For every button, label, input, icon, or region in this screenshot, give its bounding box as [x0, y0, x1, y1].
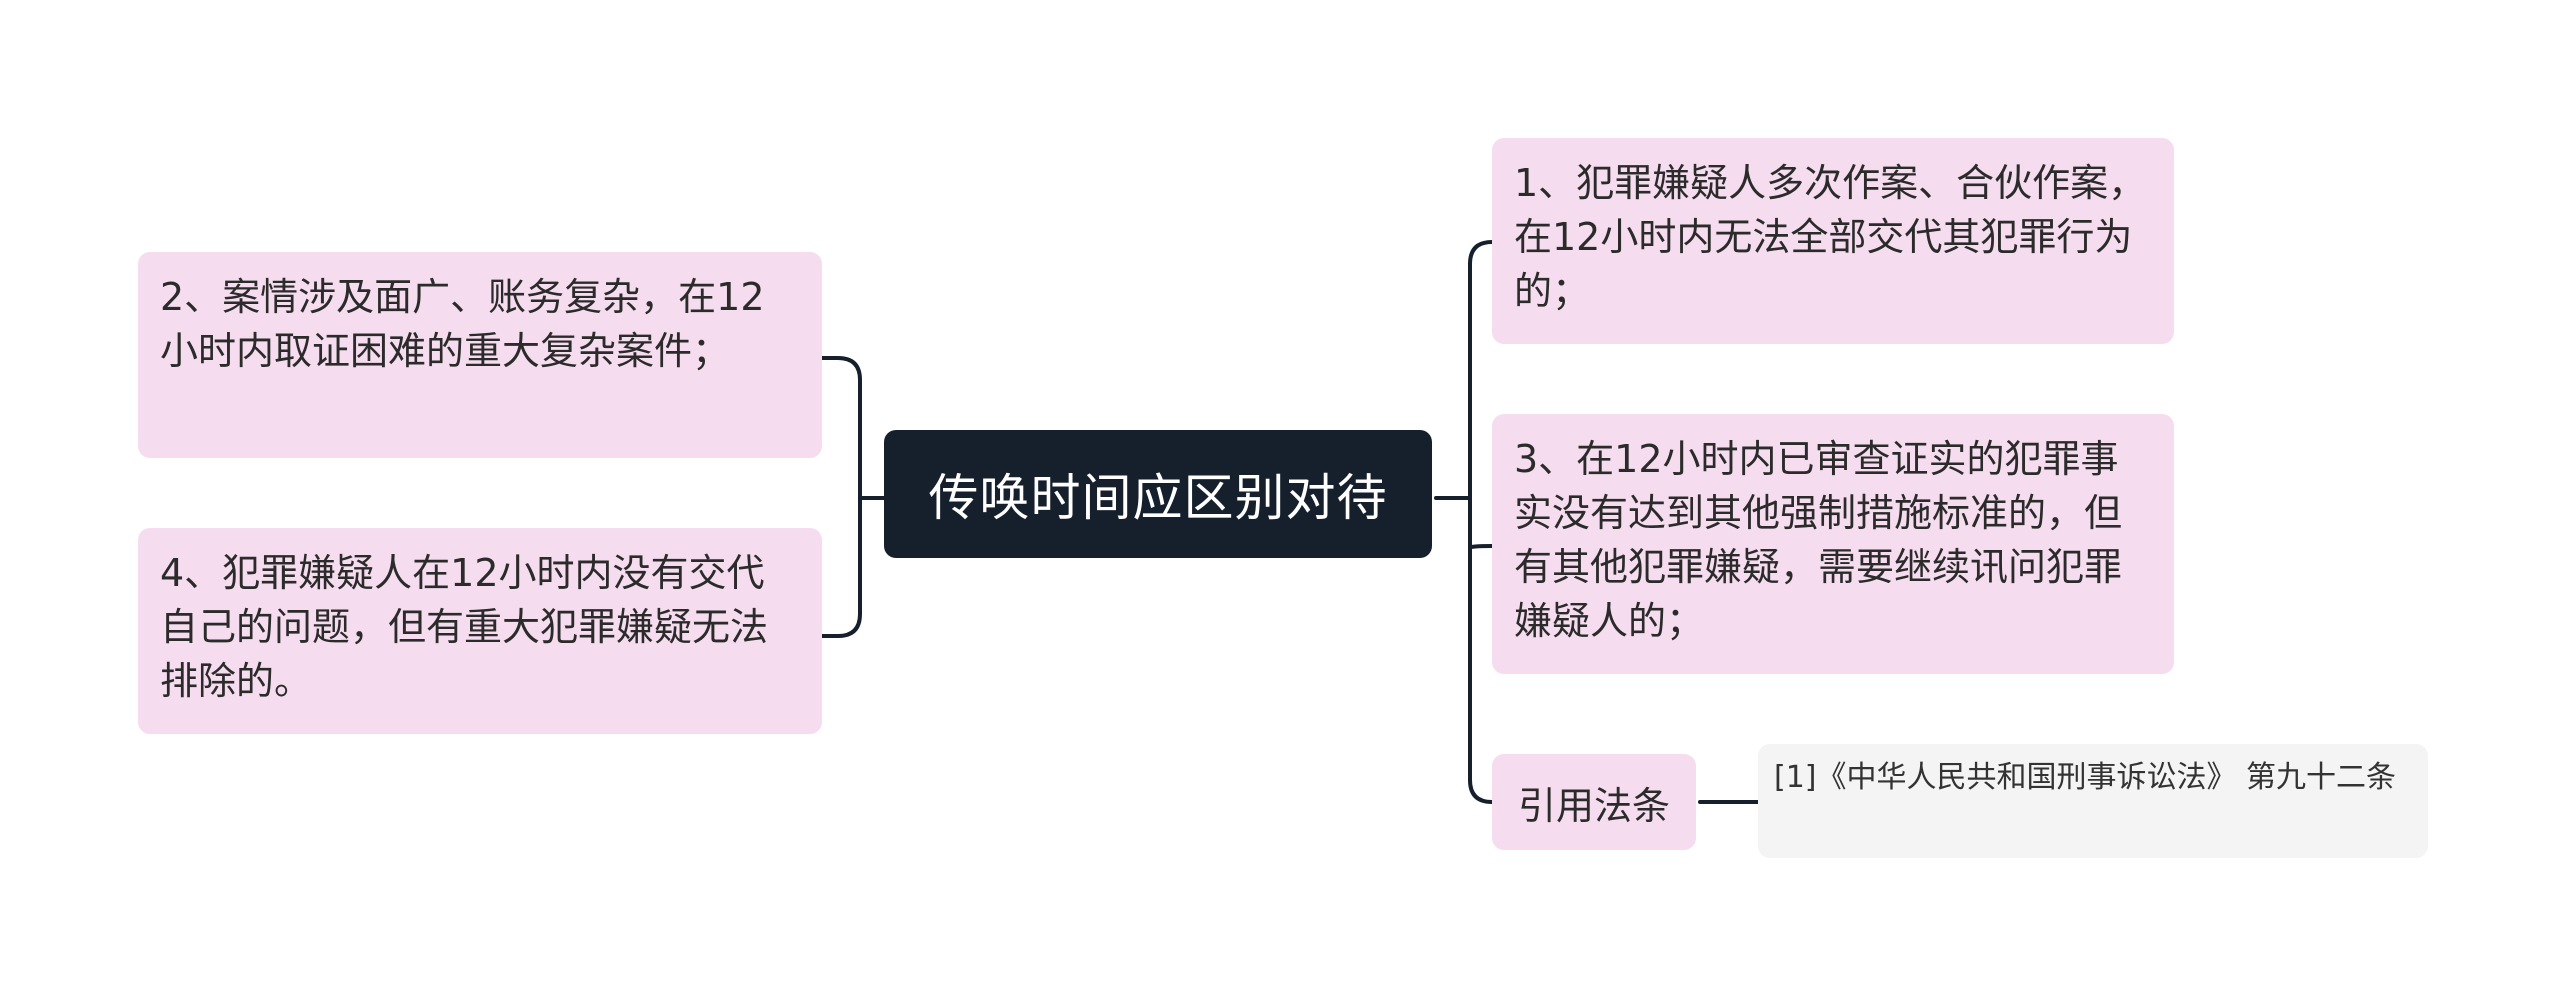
topic-right-2[interactable]: 3、在12小时内已审查证实的犯罪事实没有达到其他强制措施标准的，但有其他犯罪嫌疑… [1492, 414, 2174, 674]
citation-note[interactable]: [1]《中华人民共和国刑事诉讼法》 第九十二条 [1758, 744, 2428, 858]
connector-left-branch-2 [820, 496, 862, 638]
topic-cited-law[interactable]: 引用法条 [1492, 754, 1696, 850]
connector-right-branch-1 [1468, 240, 1500, 500]
connector-left-branch-1 [820, 356, 862, 500]
connector-right-branch-3 [1468, 496, 1500, 804]
topic-right-1[interactable]: 1、犯罪嫌疑人多次作案、合伙作案，在12小时内无法全部交代其犯罪行为的； [1492, 138, 2174, 344]
topic-left-2[interactable]: 4、犯罪嫌疑人在12小时内没有交代自己的问题，但有重大犯罪嫌疑无法排除的。 [138, 528, 822, 734]
central-topic[interactable]: 传唤时间应区别对待 [884, 430, 1432, 558]
topic-left-1[interactable]: 2、案情涉及面广、账务复杂，在12小时内取证困难的重大复杂案件； [138, 252, 822, 458]
